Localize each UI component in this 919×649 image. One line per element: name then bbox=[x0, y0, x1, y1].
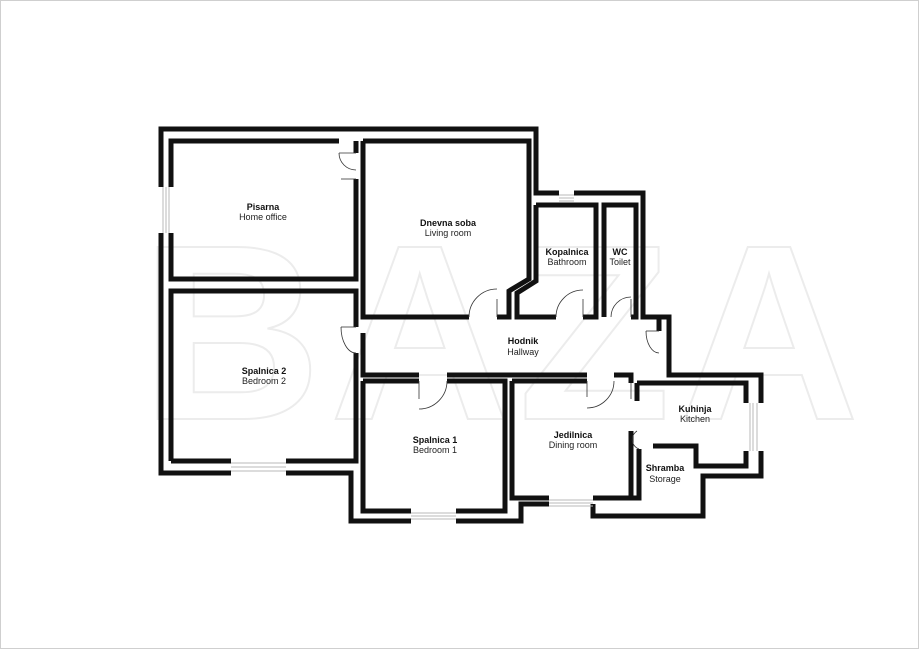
room-toilet: WC Toilet bbox=[609, 247, 631, 267]
room-dining-room: Jedilnica Dining room bbox=[549, 430, 598, 450]
room-name: Shramba bbox=[646, 463, 686, 473]
room-subtitle: Toilet bbox=[609, 257, 631, 267]
room-name: Jedilnica bbox=[554, 430, 594, 440]
windows bbox=[162, 187, 758, 520]
room-bedroom-2: Spalnica 2 Bedroom 2 bbox=[242, 366, 287, 386]
room-subtitle: Bathroom bbox=[547, 257, 586, 267]
room-name: Hodnik bbox=[508, 336, 539, 346]
room-subtitle: Storage bbox=[649, 474, 681, 484]
room-subtitle: Hallway bbox=[507, 347, 539, 357]
room-subtitle: Kitchen bbox=[680, 414, 710, 424]
room-bedroom-1: Spalnica 1 Bedroom 1 bbox=[413, 435, 458, 455]
room-name: Dnevna soba bbox=[420, 218, 477, 228]
room-living-room: Dnevna soba Living room bbox=[420, 218, 477, 238]
doors bbox=[338, 152, 660, 450]
room-name: WC bbox=[613, 247, 628, 257]
room-name: Spalnica 1 bbox=[413, 435, 458, 445]
room-subtitle: Bedroom 2 bbox=[242, 376, 286, 386]
watermark: BAZA bbox=[141, 193, 867, 472]
room-kitchen: Kuhinja Kitchen bbox=[679, 404, 713, 424]
room-name: Kopalnica bbox=[545, 247, 589, 257]
room-name: Kuhinja bbox=[679, 404, 713, 414]
room-storage: Shramba Storage bbox=[646, 463, 686, 484]
inner-walls bbox=[168, 138, 749, 514]
room-subtitle: Dining room bbox=[549, 440, 598, 450]
room-hallway: Hodnik Hallway bbox=[507, 336, 539, 357]
room-subtitle: Home office bbox=[239, 212, 287, 222]
room-subtitle: Bedroom 1 bbox=[413, 445, 457, 455]
room-name: Spalnica 2 bbox=[242, 366, 287, 376]
room-home-office: Pisarna Home office bbox=[239, 202, 287, 222]
room-bathroom: Kopalnica Bathroom bbox=[545, 247, 589, 267]
room-name: Pisarna bbox=[247, 202, 281, 212]
room-subtitle: Living room bbox=[425, 228, 472, 238]
